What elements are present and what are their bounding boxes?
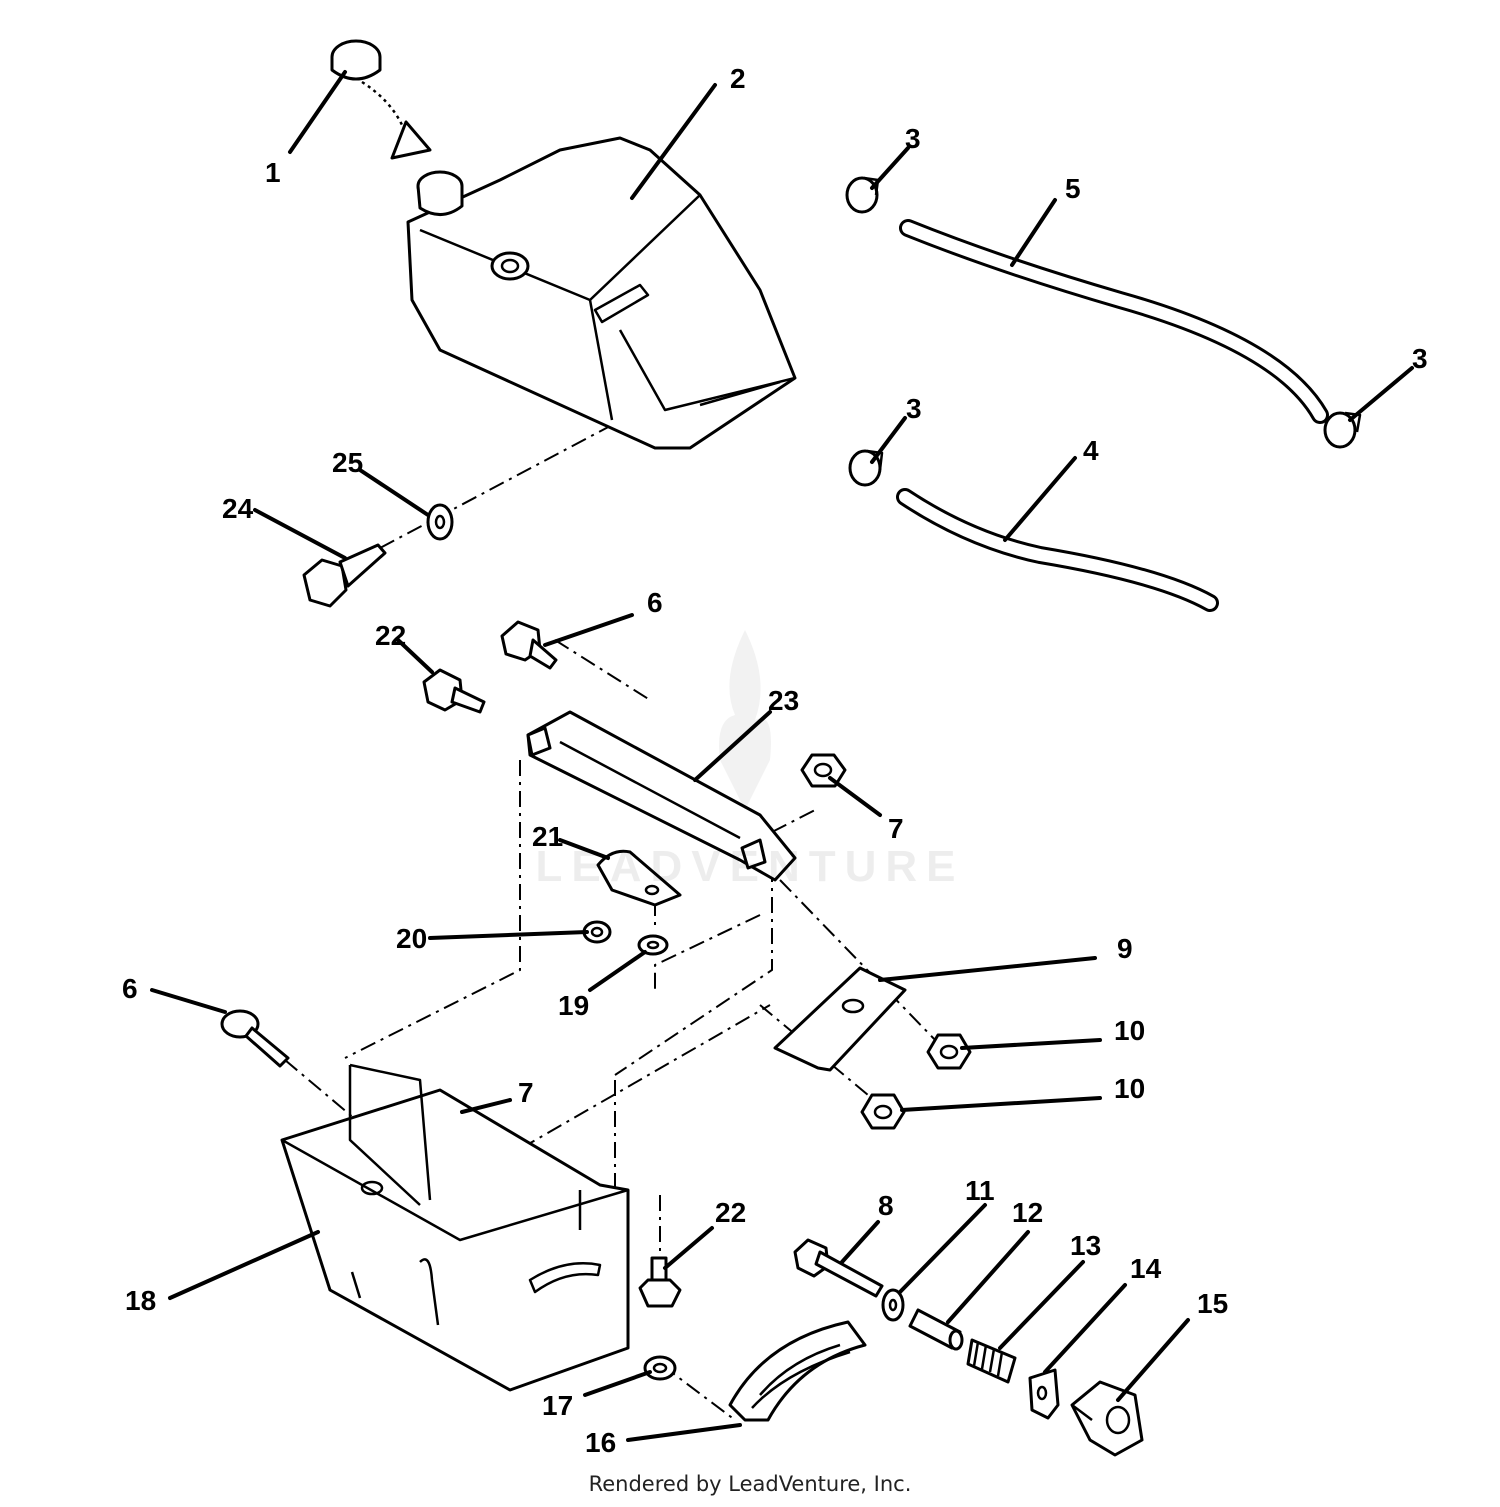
callout-24: 24 bbox=[222, 493, 254, 524]
callout-3-right: 3 bbox=[1412, 343, 1428, 374]
clip-part-21 bbox=[596, 849, 682, 907]
callout-7-lower: 7 bbox=[518, 1077, 534, 1108]
callout-15: 15 bbox=[1197, 1288, 1228, 1319]
callout-13: 13 bbox=[1070, 1230, 1101, 1261]
callout-20: 20 bbox=[396, 923, 427, 954]
callout-10-upper: 10 bbox=[1114, 1015, 1145, 1046]
callout-9: 9 bbox=[1117, 933, 1133, 964]
callout-14: 14 bbox=[1130, 1253, 1162, 1284]
pin-part-12 bbox=[908, 1308, 964, 1351]
callout-10-lower: 10 bbox=[1114, 1073, 1145, 1104]
callout-25: 25 bbox=[332, 447, 363, 478]
watermark-logo-icon bbox=[719, 630, 771, 810]
fuel-cap-part-1 bbox=[330, 39, 432, 160]
callout-21: 21 bbox=[532, 821, 563, 852]
carriage-bolt-part-6-lower bbox=[220, 1009, 290, 1068]
callout-3-top: 3 bbox=[905, 123, 921, 154]
callout-16: 16 bbox=[585, 1427, 616, 1458]
callout-19: 19 bbox=[558, 990, 589, 1021]
callout-22-lower: 22 bbox=[715, 1197, 746, 1228]
callout-18: 18 bbox=[125, 1285, 156, 1316]
hose-clamp-part-3-top bbox=[845, 176, 880, 214]
bolt-part-8 bbox=[793, 1238, 884, 1298]
leader-lines bbox=[150, 70, 1414, 1442]
block-part-15 bbox=[1070, 1380, 1144, 1457]
bushing-part-17 bbox=[643, 1355, 677, 1381]
callout-17: 17 bbox=[542, 1390, 573, 1421]
hose-clamp-part-3-right bbox=[1323, 411, 1362, 449]
callout-5: 5 bbox=[1065, 173, 1081, 204]
callout-6-upper: 6 bbox=[647, 587, 663, 618]
callout-3-mid: 3 bbox=[906, 393, 922, 424]
callout-11: 11 bbox=[965, 1175, 995, 1206]
housing-part-18 bbox=[280, 1063, 630, 1392]
flange-bolt-part-22-lower bbox=[638, 1256, 682, 1308]
nut-part-10-lower bbox=[860, 1093, 906, 1130]
callout-4: 4 bbox=[1083, 435, 1099, 466]
callout-1: 1 bbox=[265, 157, 281, 188]
callout-2: 2 bbox=[730, 63, 746, 94]
washer-part-25 bbox=[426, 503, 454, 541]
fuel-hose-part-5 bbox=[899, 219, 1329, 424]
callout-22-upper: 22 bbox=[375, 620, 406, 651]
fuel-tank-part-2 bbox=[406, 136, 797, 450]
spring-part-13 bbox=[966, 1338, 1017, 1384]
nut-part-10-upper bbox=[926, 1033, 972, 1070]
fuel-hose-part-4 bbox=[896, 488, 1219, 612]
render-credit: Rendered by LeadVenture, Inc. bbox=[588, 1472, 912, 1496]
callout-23: 23 bbox=[768, 685, 799, 716]
bolt-part-24 bbox=[302, 543, 387, 608]
washer-part-11 bbox=[881, 1288, 905, 1322]
nut-part-7-upper bbox=[800, 753, 847, 788]
quadrant-plate-part-16 bbox=[728, 1320, 867, 1422]
bolt-part-6-upper bbox=[500, 620, 558, 670]
clip-part-14 bbox=[1028, 1368, 1060, 1420]
callout-7-upper: 7 bbox=[888, 813, 904, 844]
flange-bolt-part-22-upper bbox=[422, 668, 486, 714]
mounting-bracket-part-23 bbox=[526, 710, 797, 882]
washer-part-19 bbox=[637, 934, 669, 956]
callout-12: 12 bbox=[1012, 1197, 1043, 1228]
callout-labels: 1 2 3 3 3 4 5 6 6 7 7 8 9 10 10 11 12 13… bbox=[122, 63, 1428, 1458]
callout-8: 8 bbox=[878, 1190, 894, 1221]
lock-nut-part-20 bbox=[582, 920, 612, 944]
callout-6-lower: 6 bbox=[122, 973, 138, 1004]
plate-part-9 bbox=[773, 966, 907, 1072]
watermark-text: LEADVENTURE bbox=[535, 842, 965, 891]
